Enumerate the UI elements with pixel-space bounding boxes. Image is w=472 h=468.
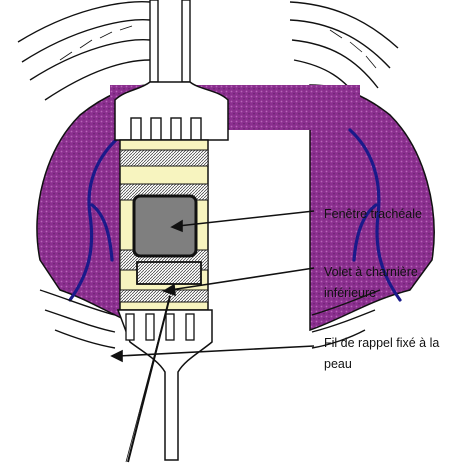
label-flap-line2: inférieure	[324, 283, 376, 303]
label-suture-line1: Fil de rappel fixé à la	[324, 333, 439, 353]
tracheal-flap	[137, 262, 201, 284]
label-flap-line1: Volet à charnière	[324, 262, 418, 282]
label-suture-line2: peau	[324, 354, 352, 374]
surgical-retractor-icon	[115, 0, 228, 140]
label-tracheal-window: Fenêtre trachéale	[324, 204, 422, 224]
tracheal-window	[134, 196, 196, 256]
